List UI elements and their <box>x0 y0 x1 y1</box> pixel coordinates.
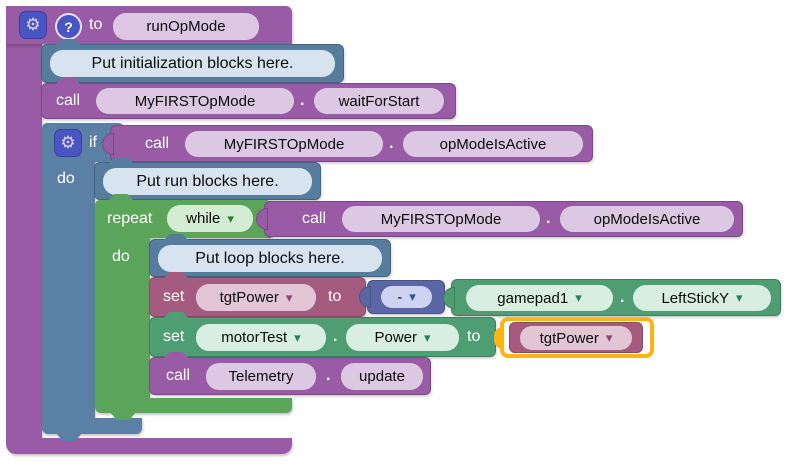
function-left-spine <box>6 6 42 442</box>
to-label: to <box>328 288 342 305</box>
repeat-left-spine <box>95 236 150 398</box>
call-object-field: Telemetry <box>206 363 316 390</box>
dot-separator: . <box>546 210 551 227</box>
if-left-spine <box>42 160 95 418</box>
gamepad-device-dropdown[interactable]: gamepad1 <box>466 285 613 311</box>
call-method-field: opModeIsActive <box>403 131 583 157</box>
repeat-label: repeat <box>107 210 153 227</box>
comment-initialization-text: Put initialization blocks here. <box>50 50 335 77</box>
mutator-gear-icon[interactable]: ⚙ <box>20 12 46 38</box>
call-label: call <box>166 367 191 384</box>
call-method-field: waitForStart <box>314 88 444 114</box>
if-bottom-tab <box>56 433 82 441</box>
call-label: call <box>56 92 81 109</box>
dot-separator: . <box>620 289 625 306</box>
comment-loop-text: Put loop blocks here. <box>158 245 382 272</box>
negate-block[interactable]: - <box>368 281 444 313</box>
help-question-icon[interactable]: ? <box>55 13 82 40</box>
set-motor-power-block[interactable]: set motorTest . Power to <box>150 318 495 356</box>
dot-separator: . <box>333 328 338 345</box>
dot-separator: . <box>389 135 394 152</box>
getter-variable-dropdown[interactable]: tgtPower <box>520 326 632 350</box>
selected-block-outline: tgtPower <box>500 317 654 358</box>
dot-separator: . <box>300 92 305 109</box>
call-object-field: MyFIRSTOpMode <box>96 88 294 114</box>
call-waitforstart-block[interactable]: call MyFIRSTOpMode . waitForStart <box>42 84 455 118</box>
function-name-field[interactable]: runOpMode <box>113 13 259 40</box>
gamepad-property-dropdown[interactable]: LeftStickY <box>633 285 771 311</box>
call-label: call <box>145 135 170 152</box>
negate-op-dropdown[interactable]: - <box>381 286 432 308</box>
call-label: call <box>302 210 327 227</box>
set-label: set <box>163 288 185 305</box>
repeat-bottom-bar <box>95 398 292 413</box>
call-opmodeisactive-condition-block[interactable]: call MyFIRSTOpMode . opModeIsActive <box>111 126 592 161</box>
tgtpower-getter-block[interactable]: tgtPower <box>510 323 642 352</box>
comment-run-block[interactable]: Put run blocks here. <box>95 163 320 199</box>
variable-dropdown[interactable]: tgtPower <box>196 284 316 311</box>
to-label: to <box>89 16 103 33</box>
if-mutator-gear-icon[interactable]: ⚙ <box>55 130 81 156</box>
call-object-field: MyFIRSTOpMode <box>185 131 383 157</box>
if-do-label: do <box>57 170 75 187</box>
set-label: set <box>163 328 185 345</box>
if-bottom-bar <box>42 418 142 434</box>
comment-loop-block[interactable]: Put loop blocks here. <box>150 240 390 276</box>
motor-device-dropdown[interactable]: motorTest <box>196 324 326 351</box>
call-method-field: opModeIsActive <box>560 206 734 232</box>
motor-property-dropdown[interactable]: Power <box>346 324 459 351</box>
repeat-mode-dropdown[interactable]: while <box>167 205 253 232</box>
to-label: to <box>467 328 481 345</box>
repeat-do-label: do <box>112 248 130 265</box>
gamepad-leftsticky-block[interactable]: gamepad1 . LeftStickY <box>452 280 780 315</box>
dot-separator: . <box>326 367 331 384</box>
call-telemetry-update-block[interactable]: call Telemetry . update <box>150 358 430 394</box>
repeat-bottom-tab <box>110 412 136 420</box>
set-tgtpower-block[interactable]: set tgtPower to <box>150 278 365 316</box>
call-opmodeisactive-while-block[interactable]: call MyFIRSTOpMode . opModeIsActive <box>265 202 742 236</box>
comment-initialization-block[interactable]: Put initialization blocks here. <box>42 45 343 82</box>
call-object-field: MyFIRSTOpMode <box>342 206 540 232</box>
function-bottom-bar <box>6 438 292 454</box>
call-method-field: update <box>341 363 423 390</box>
if-label: if <box>89 134 97 151</box>
comment-run-text: Put run blocks here. <box>103 168 312 195</box>
